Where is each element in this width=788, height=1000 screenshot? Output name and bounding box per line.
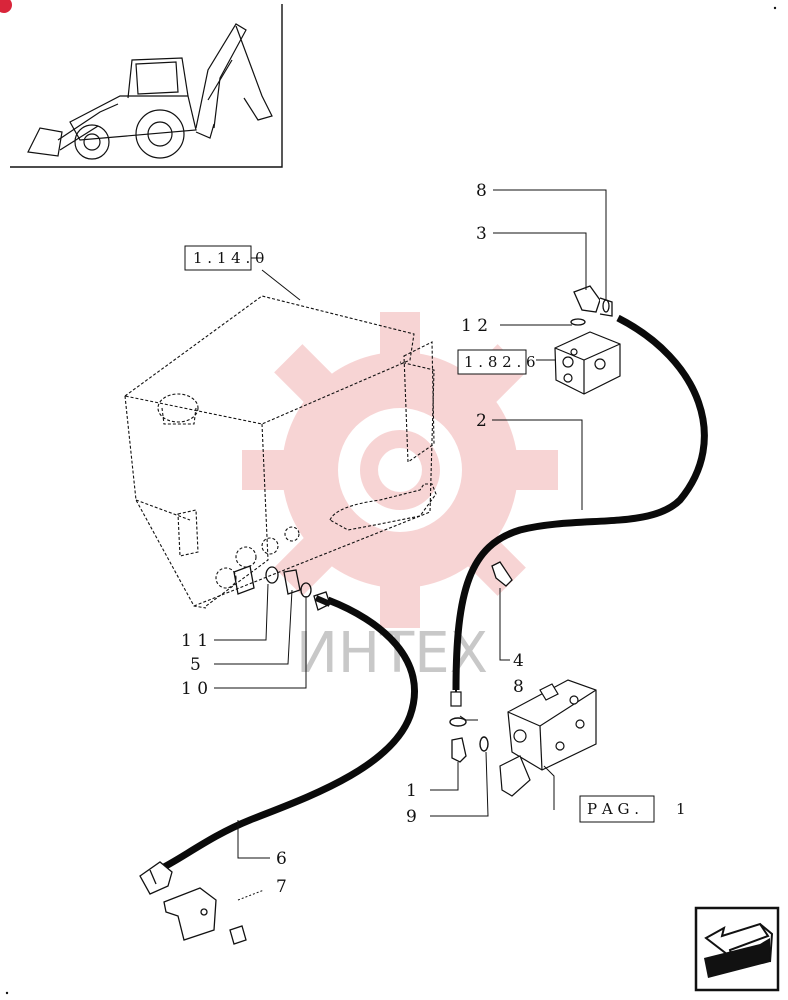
hose-6	[156, 596, 418, 874]
tank-ref-box	[184, 245, 252, 271]
callout-7: 7	[276, 877, 287, 897]
block-ref-box	[457, 349, 527, 375]
callout-12: 1 2	[461, 316, 488, 336]
page-ref-number[interactable]: 1	[676, 800, 686, 818]
corner-badge-icon	[0, 0, 12, 13]
callout-9: 9	[406, 807, 417, 827]
callout-2: 2	[476, 411, 487, 431]
control-valve	[499, 679, 597, 797]
bracket-4	[491, 561, 513, 587]
tank-ref-label[interactable]: 1 . 1 4 . 0	[193, 249, 265, 267]
callout-4: 4	[513, 651, 524, 671]
page-ref-label[interactable]: P A G .	[587, 800, 639, 818]
seal-8-lower	[449, 717, 467, 727]
callout-8-lower: 8	[513, 677, 524, 697]
corner-mark	[5, 991, 9, 995]
page-nav-arrow-button[interactable]	[694, 906, 780, 992]
callout-1: 1	[406, 781, 417, 801]
bottom-fitting-bracket	[139, 861, 247, 945]
callout-10: 1 0	[181, 679, 208, 699]
valve-block-top	[554, 331, 621, 395]
corner-mark	[773, 6, 777, 10]
machine-thumbnail	[10, 4, 283, 168]
page-ref-box	[579, 795, 655, 823]
callout-6: 6	[276, 849, 287, 869]
block-ref-label[interactable]: 1 . 8 2 . 6	[464, 353, 536, 371]
callout-5: 5	[190, 655, 201, 675]
fitting-1	[451, 737, 467, 763]
hose-2	[452, 314, 708, 691]
hydraulic-tank	[123, 295, 437, 609]
seal-9	[479, 736, 489, 752]
callout-11: 1 1	[181, 631, 208, 651]
arrow-left-icon	[704, 922, 774, 978]
callout-8-top: 8	[476, 181, 487, 201]
leader-lines	[214, 189, 607, 901]
callout-3: 3	[476, 224, 487, 244]
